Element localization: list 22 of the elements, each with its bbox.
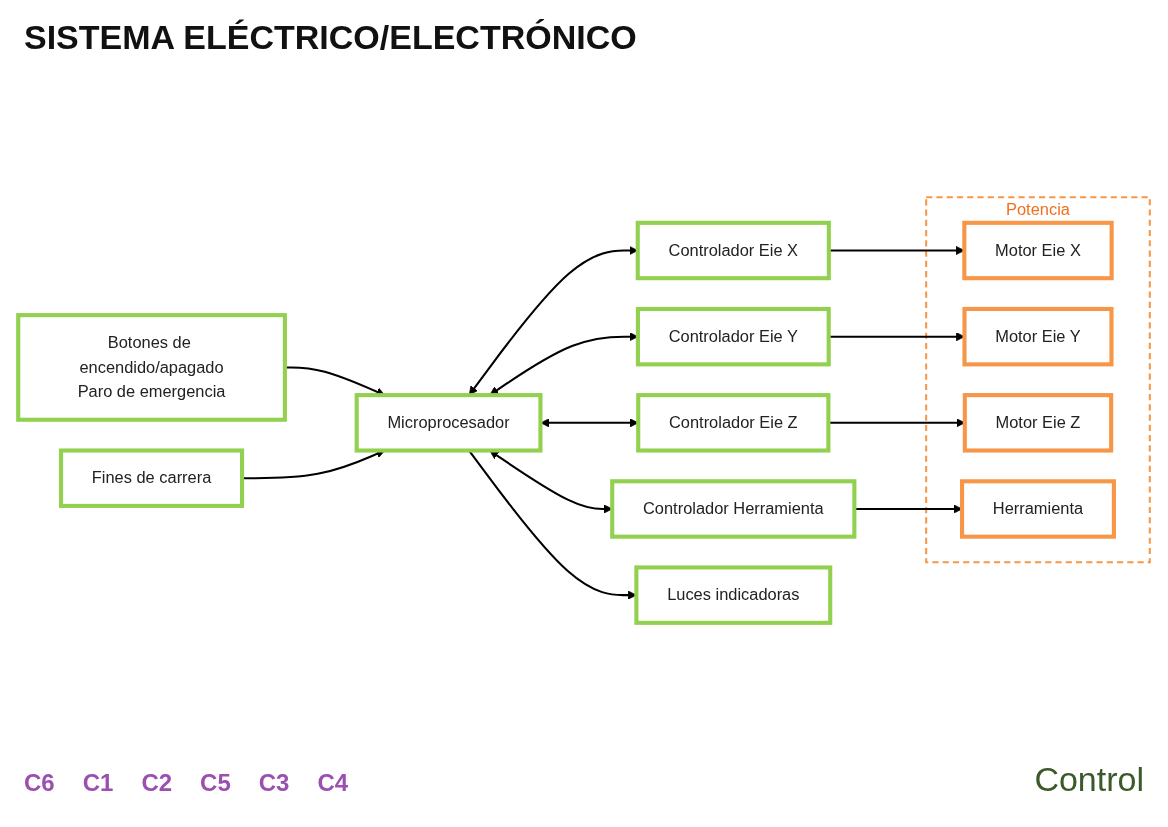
node-box xyxy=(962,306,1114,367)
node-box xyxy=(636,393,831,453)
node-box xyxy=(962,393,1114,453)
node-box xyxy=(16,313,287,422)
node-box xyxy=(960,479,1116,539)
connector-code: C5 xyxy=(200,769,231,797)
node-box xyxy=(354,393,543,453)
connector-code: C4 xyxy=(317,769,349,797)
node-box xyxy=(962,220,1114,281)
region-label: Control xyxy=(1034,760,1144,799)
node-box xyxy=(635,220,831,281)
connector-code: C1 xyxy=(82,769,114,797)
connector-code: C3 xyxy=(258,769,290,797)
node-box xyxy=(610,479,857,539)
node-box xyxy=(635,306,831,367)
node-box xyxy=(634,565,833,625)
diagram-title: SISTEMA ELÉCTRICO/ELECTRÓNICO xyxy=(24,18,637,57)
block-diagram: Potencia Microprocesador Controlador Eie X Controlador Eie Y Controlador Eie Z Controlador Herramienta Motor Eie X Motor Eie Y Motor Eie Z Herramienta Botones de encendido/apagado Paro de emergencia Luces indicadoras Fines de carrera xyxy=(10,80,1158,740)
cluster xyxy=(925,196,1151,564)
connector-code: C2 xyxy=(141,769,173,797)
connector-code: C6 xyxy=(24,769,55,797)
node-box xyxy=(59,448,245,508)
